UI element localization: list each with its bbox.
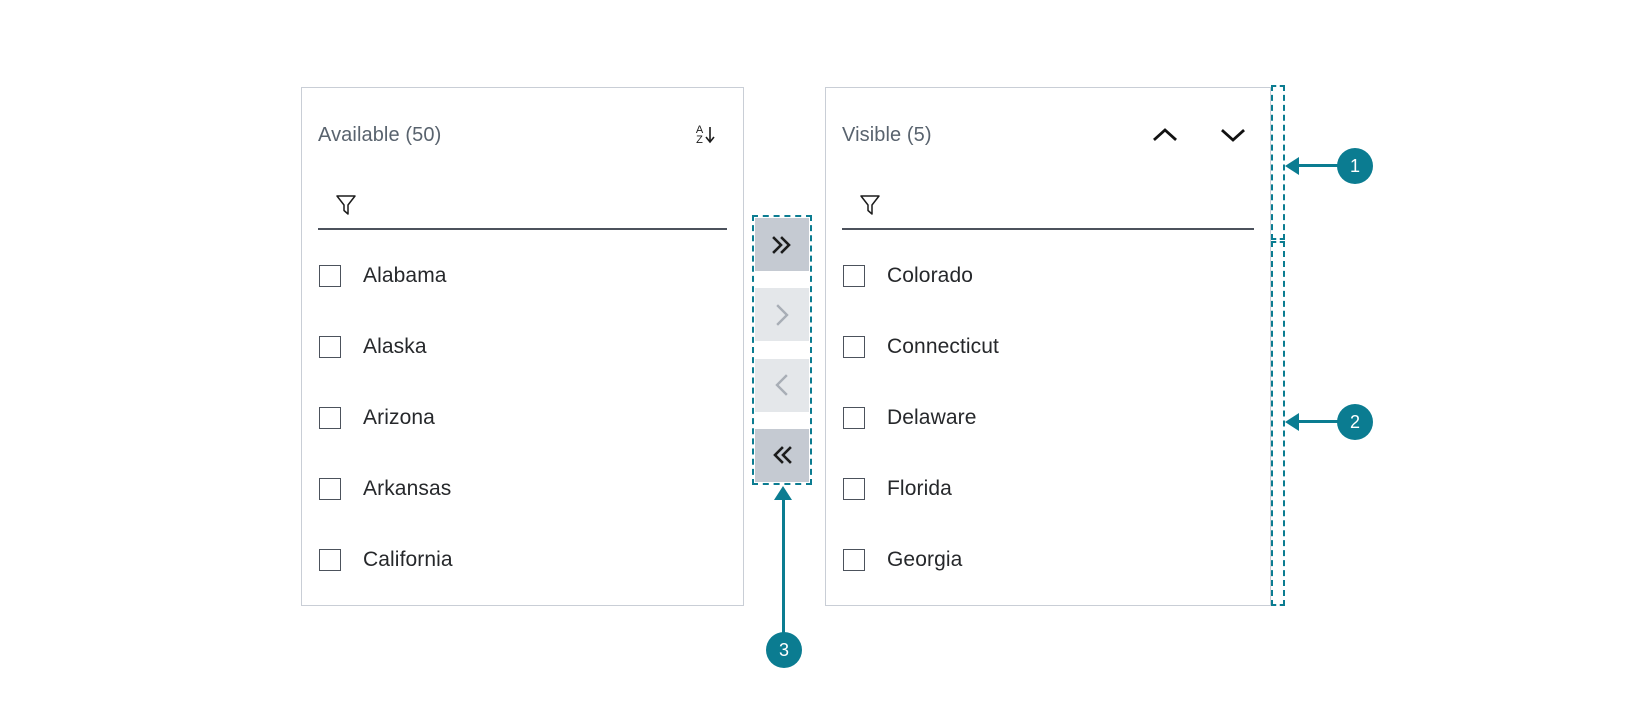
list-item[interactable]: Alaska (319, 311, 743, 382)
checkbox[interactable] (319, 264, 341, 287)
list-item-label: Delaware (887, 405, 977, 429)
move-selected-right-button[interactable] (755, 288, 809, 342)
chevron-up-icon[interactable] (1150, 120, 1180, 150)
available-filter-wrap[interactable] (318, 182, 727, 230)
list-item-label: Alabama (363, 263, 447, 287)
checkbox[interactable] (843, 477, 865, 500)
double-chevron-right-icon (772, 235, 791, 254)
sort-letter-bottom: Z (696, 134, 703, 146)
list-item-label: Arkansas (363, 476, 452, 500)
move-selected-left-button[interactable] (755, 358, 809, 412)
list-item[interactable]: Colorado (843, 240, 1270, 311)
available-options-list: Alabama Alaska Arizona Arkansas Californ… (302, 240, 743, 605)
visible-filter-row (842, 182, 1254, 232)
annotation-badge-3: 3 (766, 632, 802, 668)
checkbox[interactable] (843, 406, 865, 429)
available-filter-row (318, 182, 727, 232)
annotation-arrow-1 (1285, 157, 1299, 175)
visible-header-actions (1150, 120, 1248, 150)
move-all-right-button[interactable] (755, 218, 809, 271)
list-item-label: Florida (887, 476, 952, 500)
annotation-region-2 (1271, 241, 1285, 606)
chevron-down-icon[interactable] (1218, 120, 1248, 150)
chevron-right-icon (776, 304, 789, 326)
checkbox[interactable] (843, 335, 865, 358)
available-panel: Available (50) A Z Alabama (301, 87, 744, 606)
list-item[interactable]: Arkansas (319, 453, 743, 524)
visible-panel-header: Visible (5) (826, 88, 1270, 182)
available-header-actions: A Z (691, 120, 721, 150)
checkbox[interactable] (843, 548, 865, 571)
visible-filter-wrap[interactable] (842, 182, 1254, 230)
move-all-left-button[interactable] (755, 428, 809, 482)
list-item-label: Georgia (887, 547, 963, 571)
list-item-label: California (363, 547, 453, 571)
checkbox[interactable] (843, 264, 865, 287)
list-item-label: Arizona (363, 405, 435, 429)
filter-funnel-icon[interactable] (859, 193, 881, 217)
annotation-region-1 (1271, 85, 1285, 240)
double-chevron-left-icon (773, 446, 792, 465)
list-item-label: Connecticut (887, 334, 999, 358)
checkbox[interactable] (319, 477, 341, 500)
visible-filter-input[interactable] (895, 182, 1254, 228)
annotation-badge-2: 2 (1337, 404, 1373, 440)
filter-funnel-icon[interactable] (335, 193, 357, 217)
checkbox[interactable] (319, 335, 341, 358)
list-item[interactable]: California (319, 524, 743, 595)
annotation-leader-3 (782, 490, 785, 638)
checkbox[interactable] (319, 406, 341, 429)
available-panel-header: Available (50) A Z (302, 88, 743, 182)
annotation-leader-1 (1288, 164, 1340, 167)
checkbox[interactable] (319, 548, 341, 571)
list-item-label: Colorado (887, 263, 974, 287)
sort-az-letters: A Z (695, 123, 704, 146)
annotation-badge-1: 1 (1337, 148, 1373, 184)
annotation-arrow-3 (774, 486, 792, 500)
transfer-button-group (755, 218, 809, 482)
chevron-left-icon (775, 374, 788, 396)
list-item-label: Alaska (363, 334, 427, 358)
available-filter-input[interactable] (371, 182, 727, 228)
visible-options-list: Colorado Connecticut Delaware Florida Ge… (826, 240, 1270, 605)
list-item[interactable]: Florida (843, 453, 1270, 524)
list-item[interactable]: Georgia (843, 524, 1270, 595)
list-item[interactable]: Alabama (319, 240, 743, 311)
sort-letter-top: A (695, 123, 704, 136)
list-item[interactable]: Connecticut (843, 311, 1270, 382)
annotation-leader-2 (1288, 420, 1340, 423)
available-panel-title: Available (50) (318, 123, 442, 146)
visible-panel: Visible (5) Colorado (825, 87, 1271, 606)
list-item[interactable]: Delaware (843, 382, 1270, 453)
sort-arrow-down-icon (705, 127, 715, 144)
annotation-arrow-2 (1285, 413, 1299, 431)
visible-panel-title: Visible (5) (842, 123, 932, 146)
list-item[interactable]: Arizona (319, 382, 743, 453)
sort-az-icon[interactable]: A Z (691, 120, 721, 150)
